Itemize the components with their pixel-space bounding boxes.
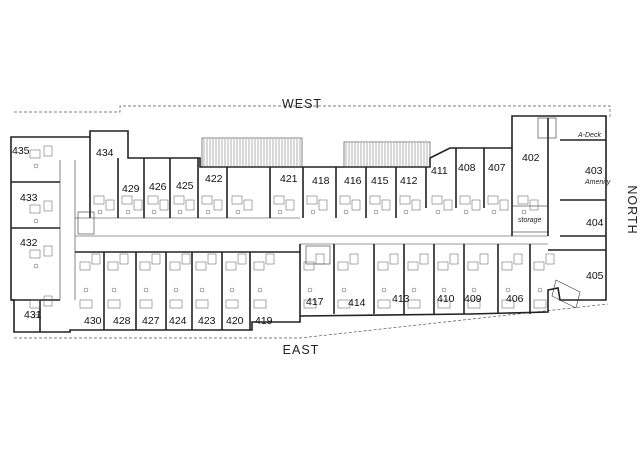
unit-417-label: 417 [306,296,324,308]
unit-418-label: 418 [312,175,330,187]
unit-424-label: 424 [169,315,187,327]
unit-411-label: 411 [431,165,448,177]
unit-413-label: 413 [392,293,410,305]
amenity-label: Amenity [584,179,611,186]
unit-429-label: 429 [122,183,140,195]
fixtures [29,145,555,319]
unit-412-label: 412 [400,175,418,187]
a-deck-label: A-Deck [577,132,601,139]
balcony-railings [203,139,428,166]
unit-402-label: 402 [522,152,540,164]
unit-421-label: 421 [280,173,298,185]
unit-420-label: 420 [226,315,244,327]
interior-walls [11,117,606,332]
unit-433-label: 433 [20,192,38,204]
unit-407-label: 407 [488,162,506,174]
unit-415-label: 415 [371,175,389,187]
north-label: NORTH [625,185,639,234]
property-lines [14,105,611,339]
east-label: EAST [283,343,320,357]
unit-435-label: 435 [12,145,30,157]
unit-427-label: 427 [142,315,160,327]
unit-405-label: 405 [586,270,604,282]
unit-406-label: 406 [506,293,524,305]
unit-414-label: 414 [348,297,366,309]
unit-419-label: 419 [255,315,273,327]
unit-434-label: 434 [96,147,114,159]
unit-423-label: 423 [198,315,216,327]
unit-425-label: 425 [176,180,194,192]
amenity-number-label: 403 [585,165,603,177]
unit-410-label: 410 [437,293,455,305]
unit-422-label: 422 [205,173,223,185]
unit-426-label: 426 [149,181,167,193]
unit-428-label: 428 [113,315,131,327]
storage-label: storage [518,217,541,224]
unit-430-label: 430 [84,315,102,327]
unit-408-label: 408 [458,162,476,174]
unit-432-label: 432 [20,237,38,249]
unit-409-label: 409 [464,293,482,305]
west-label: WEST [282,97,322,111]
unit-431-label: 431 [24,309,42,321]
unit-404-label: 404 [586,217,604,229]
unit-416-label: 416 [344,175,362,187]
